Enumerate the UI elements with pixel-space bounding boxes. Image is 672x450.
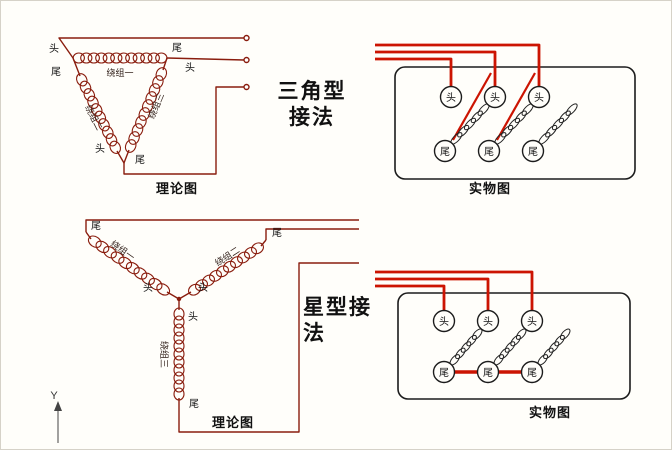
delta-red-wire3 xyxy=(375,57,453,86)
delta-theory-caption: 理论图 xyxy=(156,181,198,196)
star-wire-phase3 xyxy=(178,262,359,433)
star-w2-tail-label: 尾 xyxy=(272,227,282,239)
star-tail2-label: 尾 xyxy=(483,367,493,379)
star-winding3-label: 绕组三 xyxy=(159,341,170,368)
star-w3-tail-label: 尾 xyxy=(189,398,199,410)
delta-wire-phase1 xyxy=(58,37,244,59)
delta-w3-head-label: 头 xyxy=(185,62,195,74)
terminal-dot xyxy=(243,56,250,64)
delta-red-bridge1 xyxy=(452,72,492,141)
star-terminal-texts: 头 头 头 尾 尾 尾 xyxy=(439,316,537,379)
coil-delta-winding3 xyxy=(124,67,168,153)
star-tail3-label: 尾 xyxy=(527,367,537,379)
delta-tail-terminal-1 xyxy=(433,139,457,163)
star-red-wire3 xyxy=(375,284,446,310)
star-head1-label: 头 xyxy=(439,316,449,328)
star-w3-head-label: 头 xyxy=(188,311,198,323)
delta-tail-terminal-3 xyxy=(521,139,545,163)
axis-arrow-icon xyxy=(54,401,62,411)
delta-title-line1: 三角型 xyxy=(278,79,347,103)
delta-red-wire1 xyxy=(375,43,541,86)
delta-theory-labels: 头 尾 绕组一 尾 绕组二 头 头 绕组三 尾 xyxy=(49,42,195,166)
delta-terminal-box xyxy=(394,66,636,180)
delta-head-terminal-3 xyxy=(527,85,551,109)
star-head-terminal-3 xyxy=(520,309,544,333)
delta-practical-caption: 实物图 xyxy=(469,181,511,196)
star-winding2-label: 绕组二 xyxy=(213,244,242,268)
terminal-dot xyxy=(243,83,250,91)
delta-tail-terminal-2 xyxy=(477,139,501,163)
star-title-line1: 星型接 xyxy=(303,296,372,319)
delta-w3-tail-label: 尾 xyxy=(135,154,145,166)
star-terminal-circles xyxy=(432,309,544,384)
star-power-wires xyxy=(375,270,534,374)
star-head2-label: 头 xyxy=(483,316,493,328)
delta-power-wires xyxy=(375,43,541,141)
star-title: 星型接 法 xyxy=(303,296,372,345)
delta-terminal-circles xyxy=(433,85,551,163)
delta-winding2-label: 绕组二 xyxy=(83,103,105,132)
delta-tail3-label: 尾 xyxy=(528,146,538,158)
delta-head3-label: 头 xyxy=(534,92,544,104)
star-theory-wires xyxy=(85,219,359,433)
star-wire-phase1 xyxy=(85,219,359,232)
star-w1-head-label: 头 xyxy=(143,282,153,294)
coil-delta-winding1 xyxy=(72,52,168,64)
terminal-dot xyxy=(243,34,250,42)
delta-head-terminal-2 xyxy=(483,85,507,109)
star-tail-terminal-3 xyxy=(520,360,544,384)
delta-winding3-label: 绕组三 xyxy=(145,91,166,120)
axis-label: Y xyxy=(50,390,58,402)
axis-mark: Y xyxy=(50,390,62,443)
delta-w2-tail-label: 尾 xyxy=(51,66,61,78)
delta-wire-phase3 xyxy=(123,86,244,175)
star-red-wire1 xyxy=(375,270,534,310)
star-corner-connectors xyxy=(85,231,267,310)
star-red-wire2 xyxy=(375,277,490,310)
star-head3-label: 头 xyxy=(527,316,537,328)
delta-w2-head-label: 头 xyxy=(95,143,105,155)
star-tail1-label: 尾 xyxy=(439,367,449,379)
star-tail-terminal-2 xyxy=(476,360,500,384)
delta-terminal-texts: 头 头 头 尾 尾 尾 xyxy=(440,92,544,158)
star-w1-tail-label: 尾 xyxy=(91,220,101,232)
delta-tail2-label: 尾 xyxy=(484,146,494,158)
delta-w1-tail-label: 尾 xyxy=(172,42,182,54)
delta-title: 三角型 接法 xyxy=(278,79,347,129)
delta-title-line2: 接法 xyxy=(289,105,335,129)
delta-winding1-label: 绕组一 xyxy=(106,67,133,78)
coil-delta-board3 xyxy=(538,103,578,145)
coil-star-board2 xyxy=(493,328,527,366)
coil-delta-winding2 xyxy=(75,73,122,154)
star-head-terminal-1 xyxy=(432,309,456,333)
delta-w1-head-label: 头 xyxy=(49,43,59,55)
star-title-line2: 法 xyxy=(303,321,326,345)
coil-star-winding1 xyxy=(87,235,171,296)
coil-star-winding2 xyxy=(188,242,264,296)
delta-head-terminal-1 xyxy=(439,85,463,109)
star-w2-head-label: 头 xyxy=(198,282,208,294)
delta-tail1-label: 尾 xyxy=(440,146,450,158)
star-tail-terminal-1 xyxy=(432,360,456,384)
star-wire-phase2 xyxy=(265,228,359,240)
delta-head2-label: 头 xyxy=(490,92,500,104)
coil-star-board3 xyxy=(537,328,571,366)
delta-red-bridge2 xyxy=(496,72,536,141)
delta-wire-phase2 xyxy=(166,57,245,61)
delta-red-wire2 xyxy=(375,50,497,86)
star-theory-labels: 尾 绕组一 头 尾 绕组二 头 头 绕组三 尾 xyxy=(91,220,282,410)
star-practical-caption: 实物图 xyxy=(529,405,571,420)
coil-star-winding3 xyxy=(173,307,185,401)
star-theory-caption: 理论图 xyxy=(212,415,254,430)
star-winding1-label: 绕组一 xyxy=(109,238,137,263)
star-center-junction xyxy=(176,296,182,302)
star-head-terminal-2 xyxy=(476,309,500,333)
delta-head1-label: 头 xyxy=(446,92,456,104)
delta-theory-wires xyxy=(58,34,250,175)
